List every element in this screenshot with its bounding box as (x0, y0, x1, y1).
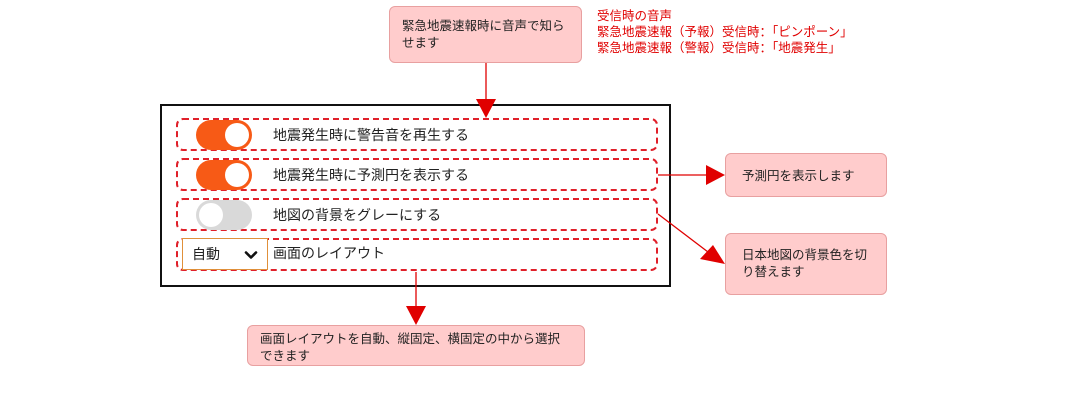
callout-layout: 画面レイアウトを自動、縦固定、横固定の中から選択できます (247, 325, 585, 366)
callout-map-background: 日本地図の背景色を切り替えます (725, 233, 887, 295)
arrow-bottom-head (406, 306, 426, 325)
prediction-circle-toggle[interactable] (196, 160, 252, 190)
audio-note-line: 受信時の音声 (597, 8, 673, 23)
gray-map-label: 地図の背景をグレーにする (273, 208, 442, 224)
layout-select[interactable]: 自動 (182, 238, 268, 270)
layout-select-value: 自動 (192, 247, 220, 263)
toggle-knob (199, 203, 223, 227)
toggle-knob (225, 123, 249, 147)
layout-label: 画面のレイアウト (273, 246, 385, 262)
callout-prediction-circle: 予測円を表示します (725, 153, 887, 197)
highlight-prediction-circle-row (176, 158, 658, 191)
highlight-gray-map-row (176, 198, 658, 231)
audio-note-text: 受信時の音声 緊急地震速報（予報）受信時：「ピンポーン」 緊急地震速報（警報）受… (597, 8, 853, 56)
prediction-circle-label: 地震発生時に予測円を表示する (273, 168, 469, 184)
callout-audio-note: 緊急地震速報時に音声で知らせます (389, 6, 582, 63)
audio-note-line: 緊急地震速報（予報）受信時：「ピンポーン」 (597, 24, 853, 39)
arrow-right1-head (706, 165, 725, 185)
highlight-alert-sound-row (176, 118, 658, 151)
toggle-knob (225, 163, 249, 187)
alert-sound-toggle[interactable] (196, 120, 252, 150)
arrow-right2-head (700, 245, 725, 264)
chevron-down-icon (244, 251, 258, 259)
gray-map-toggle[interactable] (196, 200, 252, 230)
highlight-layout-row (176, 238, 658, 271)
alert-sound-label: 地震発生時に警告音を再生する (273, 128, 469, 144)
audio-note-line: 緊急地震速報（警報）受信時：「地震発生」 (597, 40, 841, 55)
